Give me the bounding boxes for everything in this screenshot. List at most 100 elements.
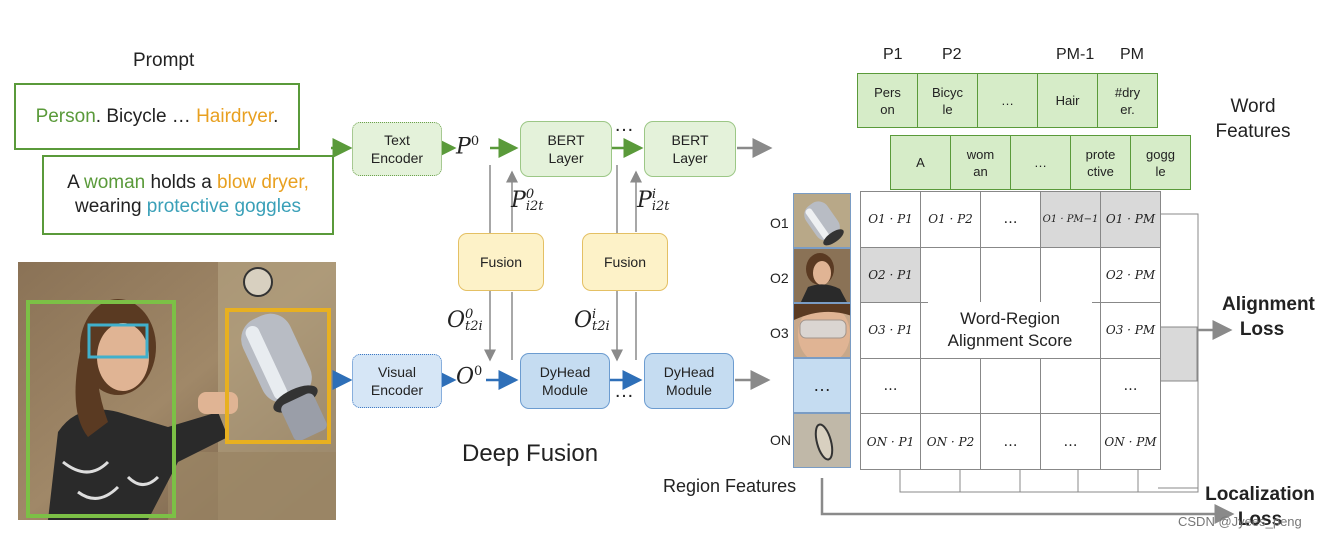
line2a-segment-0: A: [67, 172, 84, 193]
matrix-cell-2-5: O2 · PM: [1100, 246, 1161, 304]
p0-symbol: P0: [456, 134, 480, 160]
bbox-hairdryer: [225, 308, 331, 444]
word-features-label: Word Features: [1215, 96, 1291, 142]
input-image: [18, 262, 336, 520]
bert-layer-1-label: BERT Layer: [547, 132, 585, 166]
alignment-score-label: Word-Region Alignment Score: [928, 302, 1092, 358]
prompt-box-categories: Person. Bicycle … Hairdryer.: [14, 83, 300, 150]
dyhead-module-2: DyHead Module: [644, 353, 734, 409]
o0-symbol: O0: [456, 364, 483, 390]
prompt-categories-text: Person. Bicycle … Hairdryer.: [36, 105, 279, 129]
line1-segment-3: .: [273, 105, 279, 127]
word-cell-r2-5: gogg le: [1130, 135, 1191, 190]
region-features-label: Region Features: [663, 476, 797, 496]
bbox-person: [26, 300, 176, 518]
dyhead-module-1: DyHead Module: [520, 353, 610, 409]
p-label-2: P2: [942, 46, 962, 63]
bbox-goggles: [87, 323, 149, 359]
matrix-cell-1-3: …: [980, 191, 1041, 248]
visual-encoder-label: Visual Encoder: [370, 364, 424, 398]
matrix-cell-5-1: ON · P1: [860, 413, 921, 470]
bert-layer-2: BERT Layer: [644, 121, 736, 177]
fusion-1: Fusion: [458, 233, 544, 291]
matrix-cell-3-1: O3 · P1: [860, 302, 921, 359]
word-cell-r1-5: #dry er.: [1097, 73, 1158, 128]
alignment-gt-positive-cell: [1158, 326, 1198, 382]
o-label-2: O2: [770, 270, 789, 286]
bert-layer-1: BERT Layer: [520, 121, 612, 177]
matrix-cell-1-1: O1 · P1: [860, 191, 921, 248]
prompt-box-caption: A woman holds a blow dryer, wearing prot…: [42, 155, 334, 235]
word-cell-r2-3: …: [1010, 135, 1071, 190]
text-encoder-label: Text Encoder: [370, 132, 424, 166]
p-label-m: PM: [1120, 46, 1144, 63]
matrix-cell-2-3: [980, 246, 1041, 304]
matrix-cell-5-3: …: [980, 413, 1041, 470]
line1-segment-1: . Bicycle …: [95, 105, 197, 127]
region-thumb-1: [793, 193, 851, 248]
line2b-segment-0: wearing: [74, 196, 147, 217]
matrix-cell-3-5: O3 · PM: [1100, 302, 1161, 359]
matrix-cell-4-4: [1040, 357, 1101, 415]
alignment-loss-label: Alignment Loss: [1222, 294, 1315, 340]
text-ellipsis: …: [614, 114, 634, 136]
visual-encoder: Visual Encoder: [352, 354, 442, 408]
matrix-cell-1-5: O1 · PM: [1100, 191, 1161, 248]
localization-loss-label: Localization Loss: [1205, 484, 1315, 530]
fusion-2: Fusion: [582, 233, 668, 291]
word-cell-r2-1: A: [890, 135, 951, 190]
p-label-m-1: PM-1: [1056, 46, 1095, 63]
deep-fusion-label: Deep Fusion: [462, 440, 599, 467]
word-cell-r2-2: wom an: [950, 135, 1011, 190]
prompt-caption-line1: A woman holds a blow dryer,: [67, 171, 309, 195]
line2a-segment-1: woman: [83, 172, 146, 193]
line2b-segment-1: protective goggles: [146, 196, 302, 217]
localization-gt-row: [899, 468, 1199, 493]
prompt-title: Prompt: [133, 50, 195, 71]
matrix-cell-1-4: O1 · PM−1: [1040, 191, 1101, 248]
matrix-cell-4-5: …: [1100, 357, 1161, 415]
line2a-segment-2: holds a: [145, 172, 218, 193]
fusion-2-label: Fusion: [603, 254, 647, 270]
region-thumb-2: [793, 248, 851, 303]
o-label-1: O1: [770, 215, 789, 231]
o-label-n: ON: [770, 432, 791, 448]
bert-layer-2-label: BERT Layer: [671, 132, 709, 166]
input-photo-illustration: [18, 262, 336, 520]
matrix-cell-4-3: [980, 357, 1041, 415]
word-cell-r1-2: Bicyc le: [917, 73, 978, 128]
word-cell-r2-4: prote ctive: [1070, 135, 1131, 190]
dyhead-module-1-label: DyHead Module: [539, 364, 591, 398]
word-cell-r1-3: …: [977, 73, 1038, 128]
line1-segment-0: Person: [35, 105, 96, 127]
watermark: CSDN @Jyees_peng: [1178, 514, 1302, 529]
arrow-to-localization-loss: [820, 478, 1235, 524]
p-label-1: P1: [883, 46, 903, 63]
alignment-gt-column: [1158, 213, 1199, 489]
region-thumb-n: [793, 413, 851, 468]
matrix-cell-4-1: …: [860, 357, 921, 415]
matrix-cell-1-2: O1 · P2: [920, 191, 981, 248]
visual-ellipsis: …: [614, 380, 634, 402]
matrix-cell-2-1: O2 · P1: [860, 246, 921, 304]
matrix-cell-2-2: [920, 246, 981, 304]
region-thumb-3: [793, 303, 851, 358]
o-label-3: O3: [770, 325, 789, 341]
line2a-segment-3: blow dryer,: [217, 172, 309, 193]
dyhead-module-2-label: DyHead Module: [663, 364, 715, 398]
matrix-cell-5-2: ON · P2: [920, 413, 981, 470]
text-encoder: Text Encoder: [352, 122, 442, 176]
word-cell-r1-1: Pers on: [857, 73, 918, 128]
line1-segment-2: Hairdryer: [196, 105, 274, 127]
prompt-caption-line2: wearing protective goggles: [75, 195, 301, 219]
matrix-cell-5-4: …: [1040, 413, 1101, 470]
matrix-cell-4-2: [920, 357, 981, 415]
word-cell-r1-4: Hair: [1037, 73, 1098, 128]
matrix-cell-2-4: [1040, 246, 1101, 304]
